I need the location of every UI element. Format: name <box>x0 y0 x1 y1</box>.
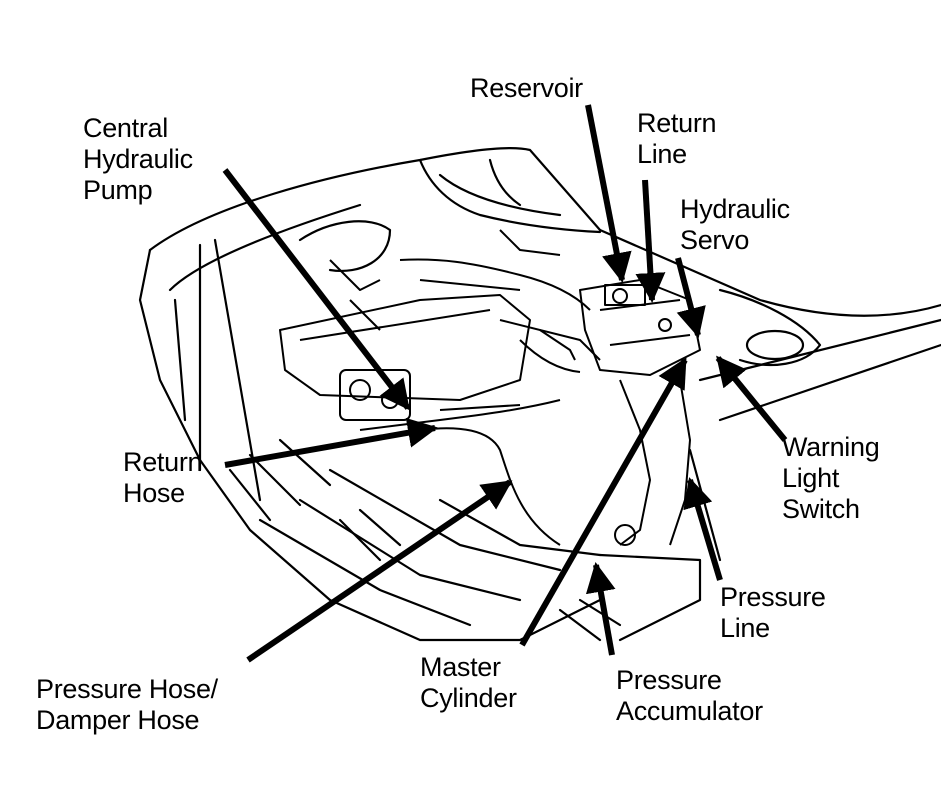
arrow-hydraulic-servo <box>675 257 706 338</box>
label-pressure-damper-hose: Pressure Hose/ Damper Hose <box>36 674 218 735</box>
label-master-cylinder: Master Cylinder <box>420 652 517 713</box>
label-reservoir: Reservoir <box>470 73 583 103</box>
label-return-hose: Return Hose <box>123 447 203 508</box>
arrow-return-line <box>635 179 666 303</box>
label-pressure-accumulator: Pressure Accumulator <box>616 665 763 726</box>
arrow-pressure-damper-hose <box>246 479 513 663</box>
arrow-central-pump <box>222 168 411 411</box>
arrow-pressure-accumulator <box>585 562 616 656</box>
arrow-warning-switch <box>715 355 788 442</box>
car-body-outline <box>138 146 941 642</box>
leader-arrows <box>222 104 788 663</box>
arrow-master-cylinder <box>519 357 688 647</box>
arrow-pressure-line <box>683 477 723 581</box>
label-return-line: Return Line <box>637 108 717 169</box>
label-warning-light-switch: Warning Light Switch <box>782 432 880 524</box>
arrow-reservoir <box>585 104 632 283</box>
label-hydraulic-servo: Hydraulic Servo <box>680 194 790 255</box>
label-pressure-line: Pressure Line <box>720 582 826 643</box>
arrow-return-hose <box>224 417 438 468</box>
label-central-hydraulic-pump: Central Hydraulic Pump <box>83 113 193 205</box>
